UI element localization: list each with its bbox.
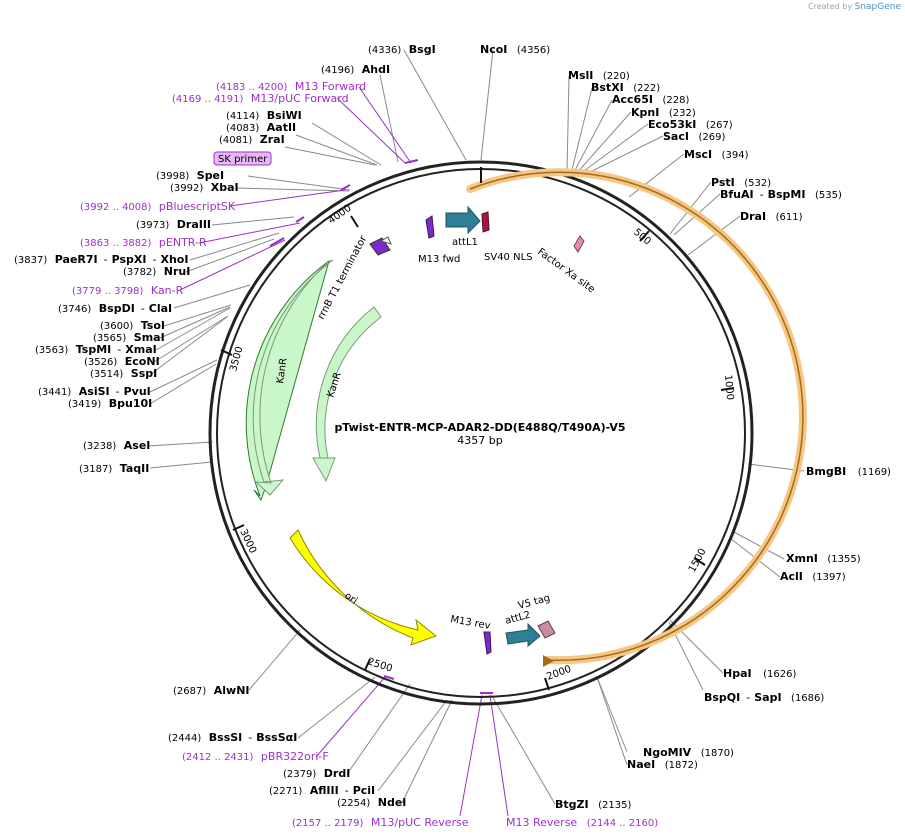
svg-text:MscI (394): MscI (394) <box>684 148 749 161</box>
svg-text:BstXI (222): BstXI (222) <box>591 81 660 94</box>
svg-text:(3526) EcoNI: (3526) EcoNI <box>84 355 160 368</box>
factor-xa-arrow <box>573 235 585 253</box>
svg-text:(3238) AseI: (3238) AseI <box>83 439 150 452</box>
kanr-arc-inner <box>312 306 382 483</box>
backbone-outer <box>208 160 754 706</box>
kanr-arc-outer <box>252 259 334 496</box>
feature-label-kanr-outer: KanR <box>275 357 289 384</box>
svg-text:(4169 .. 4191) M13/pUC Forward: (4169 .. 4191) M13/pUC Forward <box>172 92 349 105</box>
sv40-nls-arrow <box>481 211 490 233</box>
tick-label: 1000 <box>722 374 735 400</box>
svg-text:(2444) BssSI-BssSαI: (2444) BssSI-BssSαI <box>168 731 297 744</box>
feature-label-sv40: SV40 NLS <box>484 252 533 263</box>
svg-text:BspQI-SapI (1686): BspQI-SapI (1686) <box>704 691 824 704</box>
svg-text:(2254) NdeI: (2254) NdeI <box>337 796 406 809</box>
svg-text:(4196) AhdI: (4196) AhdI <box>321 63 390 76</box>
sk-primer-label: SK primer <box>218 154 268 165</box>
svg-text:BtgZI (2135): BtgZI (2135) <box>555 798 631 811</box>
svg-text:(2379) DrdI: (2379) DrdI <box>283 767 350 780</box>
svg-text:(3563) TspMI-XmaI: (3563) TspMI-XmaI <box>35 343 157 356</box>
svg-text:PstI (532): PstI (532) <box>711 176 771 189</box>
feature-label-factor-xa: Factor Xa site <box>535 247 596 296</box>
svg-text:(3746) BspDI-ClaI: (3746) BspDI-ClaI <box>58 302 172 315</box>
svg-text:(3441) AsiSI-PvuI: (3441) AsiSI-PvuI <box>38 385 151 398</box>
svg-text:AclI (1397): AclI (1397) <box>780 570 846 583</box>
insert-line <box>469 171 804 661</box>
attl1-arrow <box>445 205 481 235</box>
m13-rev-arrow <box>483 631 492 655</box>
rrnb-terminator-arrow <box>379 236 392 245</box>
svg-text:XmnI (1355): XmnI (1355) <box>786 552 861 565</box>
svg-text:(2157 .. 2179) M13/pUC Reverse: (2157 .. 2179) M13/pUC Reverse <box>292 816 469 829</box>
svg-text:(4114) BsiWI: (4114) BsiWI <box>226 109 302 122</box>
ori-arrow <box>289 529 438 646</box>
svg-text:(3992 .. 4008) pBluescriptSK: (3992 .. 4008) pBluescriptSK <box>80 200 236 213</box>
svg-text:(3600) TsoI: (3600) TsoI <box>100 319 165 332</box>
svg-text:(2687) AlwNI: (2687) AlwNI <box>173 684 250 697</box>
svg-text:Acc65I (228): Acc65I (228) <box>612 93 689 106</box>
m13-fwd-arrow <box>425 215 435 239</box>
svg-text:(3973) DraIII: (3973) DraIII <box>136 218 211 231</box>
insert-arrowhead <box>543 655 554 667</box>
svg-text:(3419) Bpu10I: (3419) Bpu10I <box>68 397 152 410</box>
svg-text:(3782) NruI: (3782) NruI <box>123 265 190 278</box>
snapgene-logo: SnapGene <box>854 2 901 12</box>
svg-text:(2271) AflIII-PciI: (2271) AflIII-PciI <box>269 784 375 797</box>
svg-text:Eco53kI (267): Eco53kI (267) <box>648 118 733 131</box>
primer-sites <box>269 159 493 694</box>
sk-primer-box <box>213 151 272 166</box>
tick-label: 2000 <box>545 664 573 683</box>
attl2-arrow <box>505 622 541 648</box>
primer-leaders <box>179 86 509 817</box>
leader-lines <box>147 49 805 805</box>
svg-text:(3187) TaqII: (3187) TaqII <box>79 462 149 475</box>
feature-label-v5: V5 tag <box>517 593 552 612</box>
svg-text:BfuAI-BspMI (535): BfuAI-BspMI (535) <box>720 188 842 201</box>
svg-text:HpaI (1626): HpaI (1626) <box>723 667 796 680</box>
tick-marks <box>220 167 735 691</box>
svg-text:(3863 .. 3882) pENTR-R: (3863 .. 3882) pENTR-R <box>80 236 207 249</box>
svg-text:(4183 .. 4200) M13 Forward: (4183 .. 4200) M13 Forward <box>216 80 366 93</box>
feature-label-m13-fwd: M13 fwd <box>418 254 460 265</box>
svg-text:SacI (269): SacI (269) <box>663 130 725 143</box>
feature-label-m13-rev: M13 rev <box>449 614 491 632</box>
svg-text:MslI (220): MslI (220) <box>568 69 630 82</box>
svg-text:(4336) BsgI: (4336) BsgI <box>368 43 436 56</box>
feature-label-ori: ori <box>342 590 359 606</box>
svg-text:(3992) XbaI: (3992) XbaI <box>170 181 239 194</box>
svg-text:NaeI (1872): NaeI (1872) <box>627 758 698 771</box>
svg-text:DraI (611): DraI (611) <box>740 210 803 223</box>
plasmid-length: 4357 bp <box>457 434 502 447</box>
svg-text:(3998) SpeI: (3998) SpeI <box>156 169 224 182</box>
enzyme-labels-left: (4336) BsgI (4196) AhdI (4114) BsiWI (40… <box>14 43 436 809</box>
svg-text:(2412 .. 2431) pBR322ori-F: (2412 .. 2431) pBR322ori-F <box>182 750 329 763</box>
svg-text:(3779 .. 3798) Kan-R: (3779 .. 3798) Kan-R <box>72 284 184 297</box>
svg-text:(3514) SspI: (3514) SspI <box>90 367 157 380</box>
svg-text:M13 Reverse (2144 .. 2160): M13 Reverse (2144 .. 2160) <box>506 816 658 829</box>
snapgene-watermark: Created by SnapGene <box>808 2 901 12</box>
enzyme-labels-right: NcoI (4356) MslI (220) BstXI (222) Acc65… <box>480 43 891 811</box>
v5-tag-arrow <box>537 620 556 639</box>
svg-text:(3565) SmaI: (3565) SmaI <box>93 331 165 344</box>
svg-text:(4081) ZraI: (4081) ZraI <box>219 133 285 146</box>
plasmid-name: pTwist-ENTR-MCP-ADAR2-DD(E488Q/T490A)-V5 <box>334 421 625 434</box>
svg-text:(3837) PaeR7I-PspXI-XhoI: (3837) PaeR7I-PspXI-XhoI <box>14 253 188 266</box>
rrnb-marker <box>369 237 391 256</box>
svg-text:BmgBI (1169): BmgBI (1169) <box>806 465 891 478</box>
kanr-outer-arc <box>245 259 330 502</box>
svg-text:NcoI (4356): NcoI (4356) <box>480 43 550 56</box>
primer-labels: (4183 .. 4200) M13 Forward (4169 .. 4191… <box>72 80 658 829</box>
svg-text:(4083) AatII: (4083) AatII <box>226 121 296 134</box>
svg-text:KpnI (232): KpnI (232) <box>631 106 696 119</box>
feature-label-attl1: attL1 <box>452 237 478 248</box>
svg-text:NgoMIV (1870): NgoMIV (1870) <box>643 746 734 759</box>
